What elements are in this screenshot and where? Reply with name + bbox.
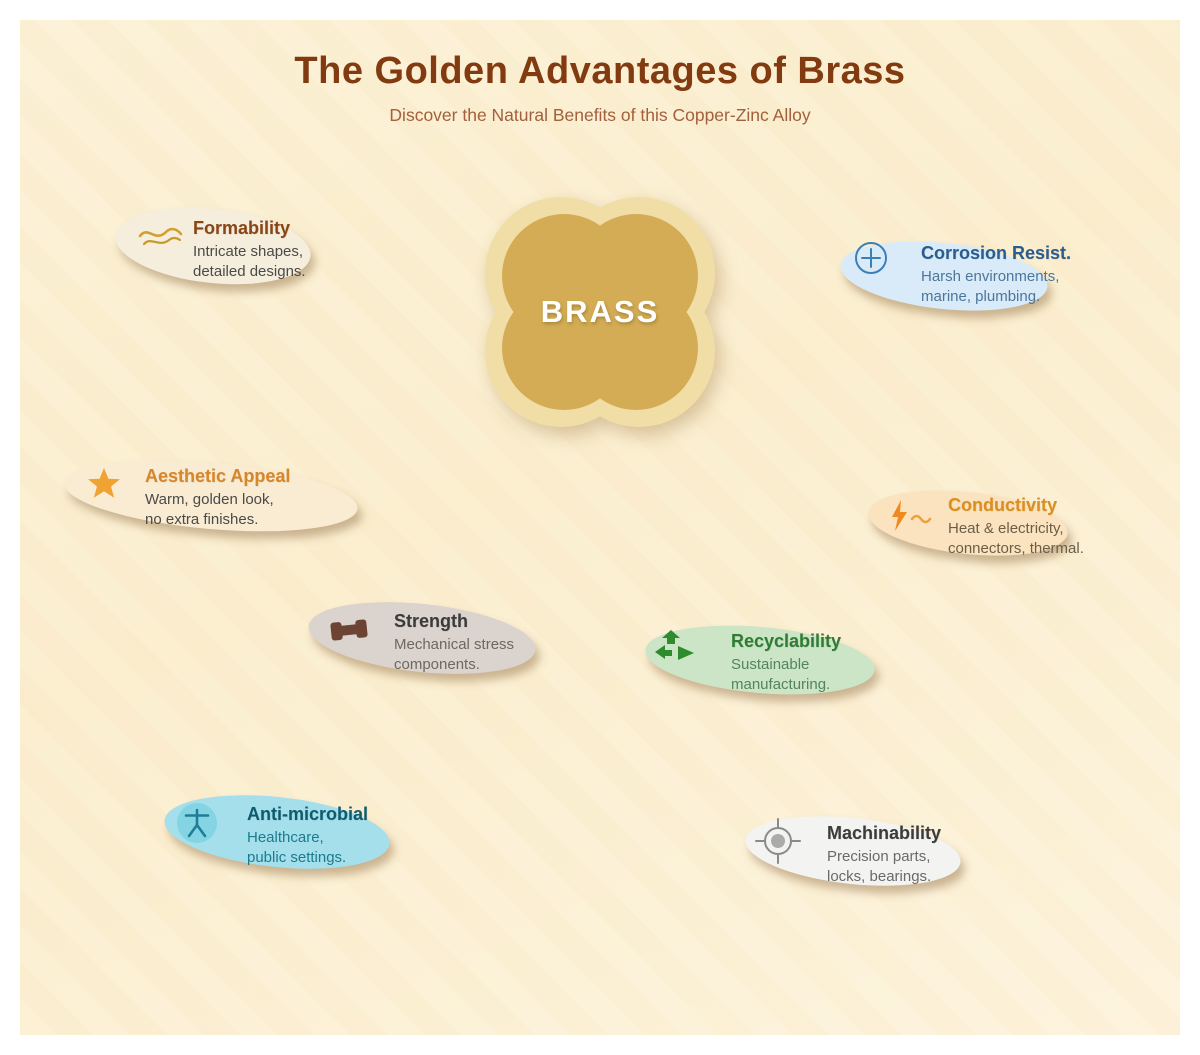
benefit-text: Formability Intricate shapes, detailed d…	[193, 218, 306, 282]
benefit-line1: Healthcare,	[247, 829, 324, 846]
page-subtitle: Discover the Natural Benefits of this Co…	[389, 105, 811, 125]
benefit-text: Conductivity Heat & electricity, connect…	[948, 495, 1084, 559]
benefit-line2: components.	[394, 656, 480, 673]
crosshair-icon	[753, 816, 803, 871]
benefit-title: Recyclability	[731, 631, 842, 651]
circle-plus-icon	[853, 240, 889, 281]
person-circle-icon	[175, 801, 219, 850]
benefit-line1: Sustainable	[731, 656, 810, 673]
benefit-text: Recyclability Sustainable manufacturing.	[731, 631, 841, 695]
benefit-line2: connectors, thermal.	[948, 540, 1084, 557]
benefit-title: Aesthetic Appeal	[145, 466, 291, 486]
benefit-line2: detailed designs.	[193, 263, 306, 280]
benefit-line2: public settings.	[247, 849, 347, 866]
benefit-text: Anti-microbial Healthcare, public settin…	[247, 804, 368, 868]
benefit-line1: Intricate shapes,	[193, 243, 304, 260]
central-brass-blob: BRASS	[478, 190, 722, 434]
benefit-line2: manufacturing.	[731, 676, 831, 693]
benefit-line2: no extra finishes.	[145, 511, 259, 528]
benefit-line1: Precision parts,	[827, 848, 931, 865]
header: The Golden Advantages of Brass Discover …	[0, 50, 1200, 126]
dumbbell-icon	[327, 614, 371, 651]
benefit-title: Corrosion Resist.	[921, 243, 1072, 263]
benefit-text: Aesthetic Appeal Warm, golden look, no e…	[145, 466, 290, 530]
wave-icon	[136, 222, 184, 259]
benefit-title: Formability	[193, 218, 291, 238]
benefit-text: Corrosion Resist. Harsh environments, ma…	[921, 243, 1071, 307]
quatrefoil-shape-icon	[485, 197, 715, 427]
page-title: The Golden Advantages of Brass	[294, 50, 906, 92]
benefit-line1: Mechanical stress	[394, 636, 515, 653]
benefit-line1: Harsh environments,	[921, 268, 1060, 285]
recycle-arrows-icon	[652, 629, 700, 670]
benefit-line1: Warm, golden look,	[145, 491, 274, 508]
benefit-title: Conductivity	[948, 495, 1058, 515]
benefit-text: Machinability Precision parts, locks, be…	[827, 823, 941, 887]
benefit-text: Strength Mechanical stress components.	[394, 611, 514, 675]
benefit-title: Strength	[394, 611, 468, 631]
benefit-line1: Heat & electricity,	[948, 520, 1064, 537]
benefit-line2: marine, plumbing.	[921, 288, 1041, 305]
central-label: BRASS	[540, 294, 660, 329]
benefit-line2: locks, bearings.	[827, 868, 932, 885]
star-icon	[86, 466, 122, 507]
lightning-wave-icon	[888, 498, 934, 539]
benefit-title: Anti-microbial	[247, 804, 369, 824]
benefit-title: Machinability	[827, 823, 942, 843]
